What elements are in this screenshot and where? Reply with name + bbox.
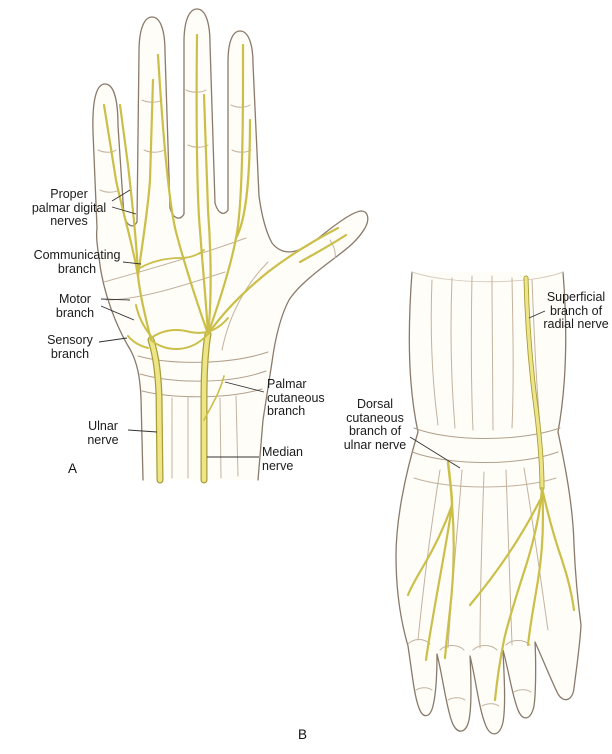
nerve-branches-a (102, 33, 348, 421)
leader-motor-branch-2 (100, 305, 135, 321)
digital-nerve-thumb (206, 226, 340, 336)
radial-dorsal-digital-2 (526, 486, 545, 647)
label-sensory-branch: Sensory branch (47, 333, 93, 361)
leader-dorsal-cutaneous (409, 436, 461, 469)
leader-palmar-cutaneous (224, 381, 265, 393)
label-dorsal-cutaneous-branch-of-ulnar-nerve: Dorsal cutaneous branch of ulnar nerve (343, 397, 407, 452)
superficial-arch-nerve (150, 333, 209, 351)
panel-letter-a: A (68, 461, 78, 476)
label-communicating-branch: Communicating branch (33, 248, 121, 276)
leader-proper-palmar-digital-2 (111, 206, 137, 215)
communicating-branch-nerve (139, 249, 205, 269)
radial-thumb-branch (540, 486, 576, 612)
leader-ulnar-nerve (127, 429, 158, 433)
leader-sensory-branch (98, 337, 128, 343)
digital-nerve-index-2 (234, 118, 252, 240)
dorsum-tendons (407, 275, 561, 707)
radial-dorsal-digital-1 (493, 486, 544, 702)
label-superficial-branch-of-radial-nerve: Superficial branch of radial nerve (543, 290, 609, 331)
nerve-branches-b (406, 460, 576, 702)
sensory-branch-nerve (127, 335, 149, 349)
digital-nerve-middle (195, 33, 210, 336)
panel-letter-b: B (298, 727, 308, 742)
hand-outline-b (395, 271, 582, 735)
panel-a-illustration (92, 8, 369, 484)
label-motor-branch: Motor branch (55, 292, 95, 320)
label-ulnar-nerve: Ulnar nerve (87, 419, 119, 447)
digital-nerve-thumb-2 (298, 233, 348, 264)
panel-b-illustration (395, 271, 582, 735)
ulnar-dorsal-digital-1 (424, 503, 454, 662)
ulnar-dorsal-digital-3 (406, 503, 454, 597)
hand-outline-a (92, 8, 369, 481)
deep-palmar-arch-nerve (150, 317, 229, 339)
ulnar-dorsal-trunk (446, 460, 454, 507)
leader-superficial-radial (528, 310, 546, 319)
ulnar-dorsal-digital-2 (443, 503, 455, 660)
leader-lines (98, 189, 546, 469)
leader-communicating-branch (122, 261, 142, 265)
digital-nerve-ring-ulnar (136, 78, 155, 278)
digital-nerve-ring (156, 53, 210, 336)
leader-motor-branch-1 (100, 298, 131, 301)
motor-branch-nerve (135, 304, 152, 337)
label-proper-palmar-digital-nerves: Proper palmar digital nerves (31, 187, 107, 228)
radial-nerve-b (524, 276, 544, 490)
digital-nerve-middle-2 (202, 93, 212, 336)
leader-proper-palmar-digital-1 (111, 189, 131, 202)
digital-nerve-little-2 (118, 103, 140, 278)
palmar-cutaneous-branch-nerve (203, 375, 225, 421)
nerve-trunks-a (148, 331, 211, 483)
radial-crossing-branch (468, 498, 542, 607)
label-median-nerve: Median nerve (262, 445, 303, 473)
label-palmar-cutaneous-branch: Palmar cutaneous branch (267, 377, 325, 418)
